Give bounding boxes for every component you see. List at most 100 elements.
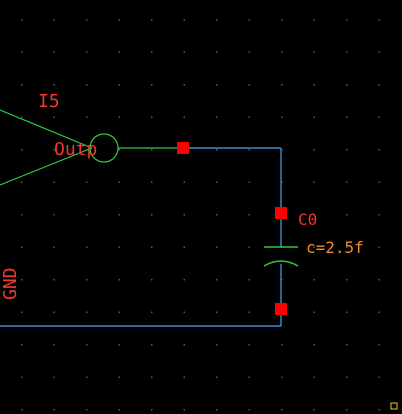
grid-dot	[248, 409, 250, 411]
grid-dot	[21, 181, 23, 183]
grid-dot	[151, 246, 153, 248]
grid-dot	[216, 214, 218, 216]
grid-dot	[378, 149, 380, 151]
grid-dot	[86, 116, 88, 118]
pin-marker-output[interactable]	[177, 142, 189, 154]
grid-dot	[53, 246, 55, 248]
grid-dot	[53, 279, 55, 281]
grid-dot	[248, 51, 250, 53]
grid-dot	[248, 279, 250, 281]
grid-dot	[248, 376, 250, 378]
grid-dot	[183, 19, 185, 21]
grid-dot	[151, 311, 153, 313]
grid-dot	[53, 84, 55, 86]
grid-dot	[248, 311, 250, 313]
grid-dot	[313, 279, 315, 281]
grid-dot	[21, 344, 23, 346]
grid-dot	[21, 376, 23, 378]
grid-dot	[346, 181, 348, 183]
grid-dot	[248, 181, 250, 183]
grid-dot	[183, 376, 185, 378]
grid-dot	[118, 149, 120, 151]
grid-dot	[53, 214, 55, 216]
grid-dot	[21, 51, 23, 53]
grid-dot	[86, 19, 88, 21]
grid-dot	[151, 181, 153, 183]
grid-dot	[313, 214, 315, 216]
grid-dot	[118, 279, 120, 281]
grid-dot	[53, 409, 55, 411]
grid-dot	[378, 116, 380, 118]
grid-dot	[346, 279, 348, 281]
grid-dot	[281, 149, 283, 151]
ground-label: GND	[0, 267, 21, 300]
grid-dot	[151, 84, 153, 86]
grid-dot	[21, 246, 23, 248]
grid-dot	[118, 246, 120, 248]
grid-dot	[281, 409, 283, 411]
grid-dot	[86, 214, 88, 216]
capacitor-plate-curved[interactable]	[263, 260, 299, 267]
grid-dot	[86, 181, 88, 183]
grid-dot	[86, 409, 88, 411]
grid-dot	[346, 116, 348, 118]
grid-dot	[248, 246, 250, 248]
pin-marker-cap-bottom[interactable]	[275, 303, 287, 315]
grid-dot	[183, 214, 185, 216]
grid-dot	[313, 311, 315, 313]
grid-dot	[216, 376, 218, 378]
grid-dot	[378, 376, 380, 378]
grid-dot	[248, 84, 250, 86]
grid-dot	[53, 344, 55, 346]
grid-dot	[313, 51, 315, 53]
grid-dot	[346, 84, 348, 86]
grid-dot	[281, 344, 283, 346]
grid-dot	[151, 19, 153, 21]
grid-dot	[313, 181, 315, 183]
grid-dot	[151, 279, 153, 281]
grid-dot	[248, 344, 250, 346]
grid-dot	[118, 376, 120, 378]
grid-dot	[86, 84, 88, 86]
grid-dot	[53, 149, 55, 151]
grid-dot	[151, 51, 153, 53]
grid-dot	[21, 84, 23, 86]
corner-marker	[390, 402, 398, 410]
grid-dot	[216, 279, 218, 281]
gate-edge-bottom[interactable]	[0, 147, 93, 186]
grid-dot	[378, 409, 380, 411]
grid-dot	[216, 311, 218, 313]
grid-dot	[53, 19, 55, 21]
grid-dot	[86, 51, 88, 53]
grid-dot	[151, 116, 153, 118]
grid-dot	[216, 84, 218, 86]
grid-dot	[216, 409, 218, 411]
pin-marker-cap-top[interactable]	[275, 207, 287, 219]
grid-dot	[21, 214, 23, 216]
grid-dot	[378, 279, 380, 281]
instance-label: I5	[38, 91, 60, 112]
grid-dot	[248, 149, 250, 151]
grid-dot	[151, 149, 153, 151]
grid-dot	[86, 311, 88, 313]
grid-dot	[86, 376, 88, 378]
grid-dot	[118, 311, 120, 313]
grid-dot	[378, 51, 380, 53]
grid-dot	[281, 376, 283, 378]
grid-dot	[313, 409, 315, 411]
gate-edge-top[interactable]	[0, 109, 93, 149]
capacitor-name-label: C0	[298, 210, 317, 229]
grid-dot	[378, 214, 380, 216]
grid-dot	[183, 84, 185, 86]
grid-dot	[151, 409, 153, 411]
capacitor-param-label: c=2.5f	[306, 238, 364, 257]
grid-dot	[53, 116, 55, 118]
pin-label-outp: Outp	[54, 139, 97, 160]
grid-dot	[21, 19, 23, 21]
grid-dot	[313, 84, 315, 86]
grid-dot	[281, 279, 283, 281]
grid-dot	[118, 344, 120, 346]
grid-dot	[183, 246, 185, 248]
